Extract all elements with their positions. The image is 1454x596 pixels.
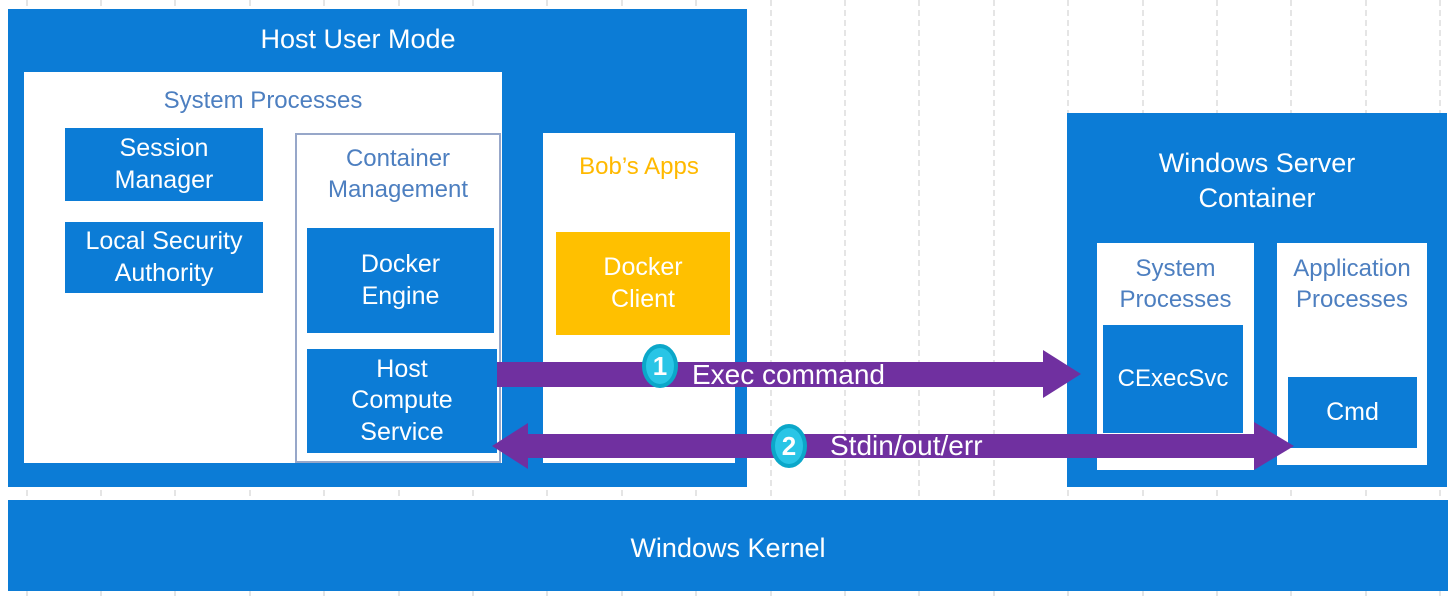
windows-server-container-title: Windows Server Container — [1158, 148, 1356, 214]
exec-command-arrow-label: Exec command — [692, 359, 885, 390]
step-2-badge: 2 — [771, 424, 807, 468]
grid-line — [992, 0, 995, 596]
cexecsvc-box: CExecSvc — [1103, 325, 1243, 433]
stdin-out-err-arrow — [520, 434, 1254, 458]
cmd-label: Cmd — [1326, 397, 1379, 426]
exec-command-arrowhead-icon — [1043, 350, 1081, 398]
container-management-header: Container Management — [327, 145, 469, 203]
windows-kernel-box — [8, 500, 1448, 591]
docker-client-box: Docker Client — [556, 232, 730, 335]
grid-line — [843, 0, 846, 596]
application-processes-header: Application Processes — [1293, 255, 1411, 313]
docker-engine-label: Docker Engine — [360, 250, 441, 310]
system-processes-left-header: System Processes — [163, 87, 363, 114]
cexecsvc-label: CExecSvc — [1117, 365, 1229, 392]
stdin-out-err-right-arrowhead-icon — [1254, 422, 1294, 470]
cmd-box: Cmd — [1288, 377, 1417, 448]
windows-kernel-title: Windows Kernel — [630, 533, 826, 563]
host-compute-service-label: Host Compute Service — [351, 355, 453, 446]
docker-client-label: Docker Client — [603, 253, 683, 313]
session-manager-box: Session Manager — [65, 128, 263, 201]
host-compute-service-box: Host Compute Service — [307, 349, 497, 453]
grid-line — [769, 0, 772, 596]
local-security-authority-box: Local Security Authority — [65, 222, 263, 293]
system-processes-right-header: System Processes — [1119, 255, 1232, 313]
bobs-apps-header: Bob’s Apps — [579, 153, 699, 180]
step-1-badge: 1 — [642, 344, 678, 388]
session-manager-label: Session Manager — [114, 134, 214, 194]
host-user-mode-title: Host User Mode — [260, 24, 456, 54]
docker-engine-box: Docker Engine — [307, 228, 494, 333]
local-security-authority-label: Local Security Authority — [85, 227, 243, 287]
stdin-out-err-arrow-label: Stdin/out/err — [830, 430, 983, 461]
grid-line — [918, 0, 921, 596]
exec-command-arrow — [497, 362, 1043, 387]
stdin-out-err-left-arrowhead-icon — [492, 423, 528, 469]
